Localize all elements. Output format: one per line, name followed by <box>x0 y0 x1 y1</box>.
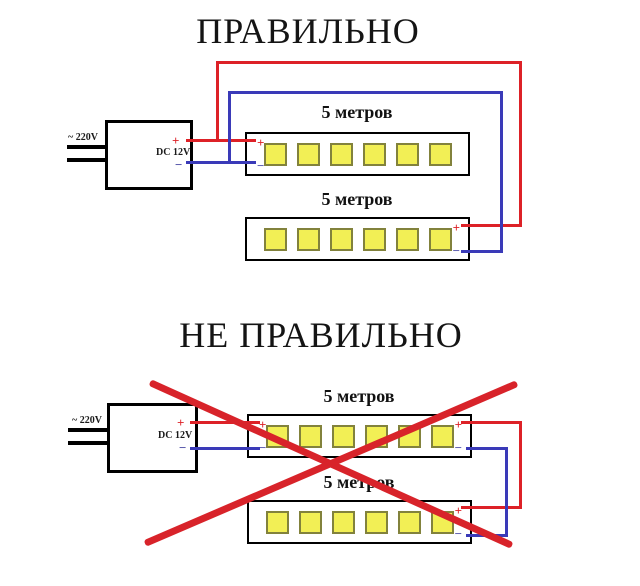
negative-wire-top-run <box>228 91 503 94</box>
led-chip <box>263 227 287 251</box>
led-chip <box>428 142 452 166</box>
positive-wire-to-strip2 <box>461 506 522 509</box>
strip-minus-terminal: − <box>454 526 462 541</box>
led-chip <box>428 227 452 251</box>
psu-plus-terminal: + <box>172 133 180 148</box>
positive-wire-psu-to-strip1 <box>186 139 256 142</box>
ac-voltage-label: ~ 220V <box>68 132 98 143</box>
led-row <box>263 142 452 166</box>
led-row <box>265 510 454 534</box>
led-chip <box>329 227 353 251</box>
negative-wire-to-strip2 <box>461 250 503 253</box>
negative-wire-strip1-out <box>466 447 508 450</box>
title-correct: ПРАВИЛЬНО <box>196 11 420 51</box>
negative-wire-drop <box>500 91 503 253</box>
negative-wire-drop <box>505 447 508 537</box>
strip-minus-terminal: − <box>452 243 460 258</box>
strip-plus-terminal: + <box>259 417 267 432</box>
psu-minus-terminal: − <box>175 157 183 172</box>
led-row <box>263 227 452 251</box>
led-chip <box>298 510 322 534</box>
led-strip-incorrect-2: + − <box>247 500 472 544</box>
strip-length-label: 5 метров <box>321 102 393 122</box>
strip-length-label: 5 метров <box>323 386 395 406</box>
led-chip <box>265 510 289 534</box>
led-chip <box>362 227 386 251</box>
led-strip-correct-1: + − <box>245 132 470 176</box>
power-supply-incorrect <box>107 403 198 473</box>
positive-wire-drop <box>519 421 522 509</box>
led-chip <box>329 142 353 166</box>
positive-wire-top-run <box>216 61 522 64</box>
led-chip <box>331 424 355 448</box>
led-strip-correct-2: + − <box>245 217 470 261</box>
positive-wire-strip1-out <box>461 421 522 424</box>
ac-wire-bottom-1 <box>68 428 110 432</box>
positive-wire-riser <box>216 61 219 142</box>
led-chip <box>331 510 355 534</box>
negative-wire-psu-to-strip1 <box>190 447 260 450</box>
led-chip <box>263 142 287 166</box>
ac-voltage-label: ~ 220V <box>72 415 102 426</box>
led-chip <box>397 510 421 534</box>
strip-minus-terminal: − <box>454 440 462 455</box>
led-chip <box>296 142 320 166</box>
negative-wire-riser <box>228 91 231 164</box>
ac-wire-bottom-2 <box>68 441 110 445</box>
power-supply-correct <box>105 120 193 190</box>
psu-minus-terminal: − <box>179 440 187 455</box>
led-chip <box>395 227 419 251</box>
positive-wire-psu-to-strip1 <box>190 421 260 424</box>
strip-length-label: 5 метров <box>321 189 393 209</box>
psu-output-label: DC 12V <box>156 147 191 158</box>
negative-wire-psu-to-strip1 <box>186 161 256 164</box>
led-chip <box>364 510 388 534</box>
strip-plus-terminal: + <box>452 220 460 235</box>
led-chip <box>395 142 419 166</box>
strip-plus-terminal: + <box>454 417 462 432</box>
led-chip <box>298 424 322 448</box>
title-incorrect: НЕ ПРАВИЛЬНО <box>179 315 463 355</box>
led-chip <box>296 227 320 251</box>
ac-wire-top-2 <box>67 158 107 162</box>
strip-plus-terminal: + <box>454 503 462 518</box>
psu-output-label: DC 12V <box>158 430 193 441</box>
positive-wire-drop <box>519 61 522 227</box>
led-chip <box>430 424 454 448</box>
strip-plus-terminal: + <box>257 135 265 150</box>
psu-plus-terminal: + <box>177 415 185 430</box>
strip-minus-terminal: − <box>259 440 267 455</box>
ac-wire-top-1 <box>67 145 107 149</box>
strip-minus-terminal: − <box>257 158 265 173</box>
led-chip <box>362 142 386 166</box>
positive-wire-to-strip2 <box>461 224 522 227</box>
